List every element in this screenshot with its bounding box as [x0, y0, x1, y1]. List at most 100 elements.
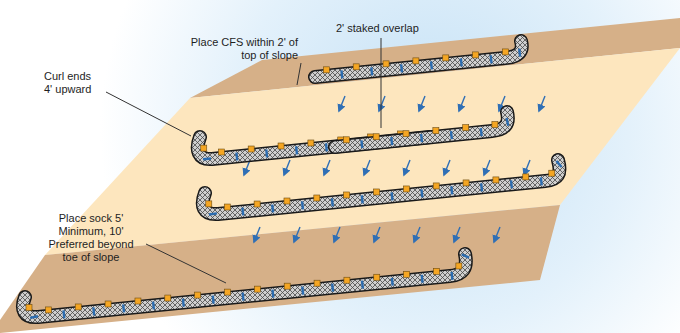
stake-head: [433, 183, 439, 189]
callout-label: Place sock 5' Minimum, 10' Preferred bey…: [40, 212, 142, 264]
stake-head: [75, 304, 81, 310]
runoff-arrow: [414, 227, 420, 242]
filter-sock: [23, 254, 469, 318]
sock-mesh: [23, 254, 466, 317]
sock-tie: [361, 281, 364, 289]
stake-head: [549, 170, 555, 176]
stake-head: [463, 125, 469, 131]
sock-tie: [420, 134, 423, 142]
stake-head: [105, 301, 111, 307]
stake-head: [344, 192, 350, 198]
stake-head: [344, 277, 350, 283]
sock-tie: [209, 213, 217, 214]
runoff-arrow: [284, 160, 290, 175]
stake-head: [26, 304, 32, 310]
sock-tie: [360, 140, 363, 148]
filter-sock: [335, 112, 508, 148]
stake-head: [308, 140, 314, 146]
stake-head: [374, 189, 380, 195]
stake-head: [206, 201, 212, 207]
sock-tie: [92, 307, 95, 315]
filter-sock: [315, 41, 522, 78]
stake-head: [201, 145, 207, 151]
runoff-arrow: [374, 227, 380, 242]
stake-head: [433, 128, 439, 134]
stake-head: [284, 283, 290, 289]
sock-tie: [265, 149, 268, 157]
sock-tie: [295, 146, 298, 154]
stake-head: [523, 174, 529, 180]
runoff-arrow: [404, 160, 410, 175]
callout-label: 2' staked overlap: [336, 22, 419, 35]
stake-head: [493, 177, 499, 183]
leader-line: [297, 63, 301, 85]
runoff-arrow: [379, 96, 385, 111]
sock-tie: [30, 316, 38, 318]
sock-tie: [462, 254, 469, 257]
stake-head: [413, 58, 419, 64]
sock-tie: [301, 201, 304, 209]
sock-tie: [203, 157, 211, 160]
stake-head: [135, 298, 141, 304]
callout-label: Curl ends 4' upward: [44, 70, 102, 96]
stake-head: [403, 186, 409, 192]
stake-head: [463, 180, 469, 186]
sock-tie: [370, 67, 373, 75]
sock-tie: [331, 198, 334, 206]
runoff-arrow: [339, 96, 345, 111]
sock-tie: [540, 177, 543, 185]
stake-head: [225, 289, 231, 295]
stake-head: [165, 295, 171, 301]
sock-outline: [23, 254, 466, 317]
leader-line: [146, 244, 226, 283]
stake-head: [456, 263, 462, 269]
sock-tie: [480, 128, 483, 136]
sock-mesh: [315, 41, 522, 77]
callout-label: Place CFS within 2' of top of slope: [190, 36, 298, 62]
sock-tie: [518, 49, 521, 57]
sock-tie: [460, 58, 463, 66]
runoff-arrow: [364, 160, 370, 175]
stake-head: [502, 49, 508, 55]
stake-head: [314, 195, 320, 201]
runoff-arrow: [324, 160, 330, 175]
sock-tie: [325, 143, 328, 151]
runoff-arrow: [334, 227, 340, 242]
sock-tie: [510, 180, 513, 188]
sock-tie: [241, 208, 244, 216]
runoff-arrow: [444, 160, 450, 175]
stake-head: [248, 146, 254, 152]
stake-head: [403, 131, 409, 137]
stake-head: [284, 198, 290, 204]
runoff-arrow: [419, 96, 425, 111]
toe-ground: [0, 205, 560, 333]
leader-lines: [106, 38, 381, 283]
sock-tie: [390, 137, 393, 145]
runoff-arrow: [484, 160, 490, 175]
stake-head: [323, 67, 329, 73]
sock-tie: [301, 287, 304, 295]
sock-tie: [182, 299, 185, 307]
sock-tie: [450, 131, 453, 139]
sock-tie: [391, 278, 394, 286]
stake-head: [404, 271, 410, 277]
stake-head: [343, 137, 349, 143]
sock-tie: [420, 189, 423, 197]
sock-outline: [315, 41, 522, 77]
runoff-arrow: [454, 227, 460, 242]
sock-tie: [122, 304, 125, 312]
sock-outline: [203, 160, 560, 214]
runoff-arrow: [539, 96, 545, 111]
sock-tie: [340, 70, 343, 78]
runoff-arrow: [524, 160, 530, 175]
sock-tie: [490, 55, 493, 63]
stake-head: [278, 143, 284, 149]
sock-tie: [390, 192, 393, 200]
runoff-arrow: [494, 227, 500, 242]
sock-tie: [400, 64, 403, 72]
sock-tie: [361, 195, 364, 203]
stake-head: [373, 134, 379, 140]
